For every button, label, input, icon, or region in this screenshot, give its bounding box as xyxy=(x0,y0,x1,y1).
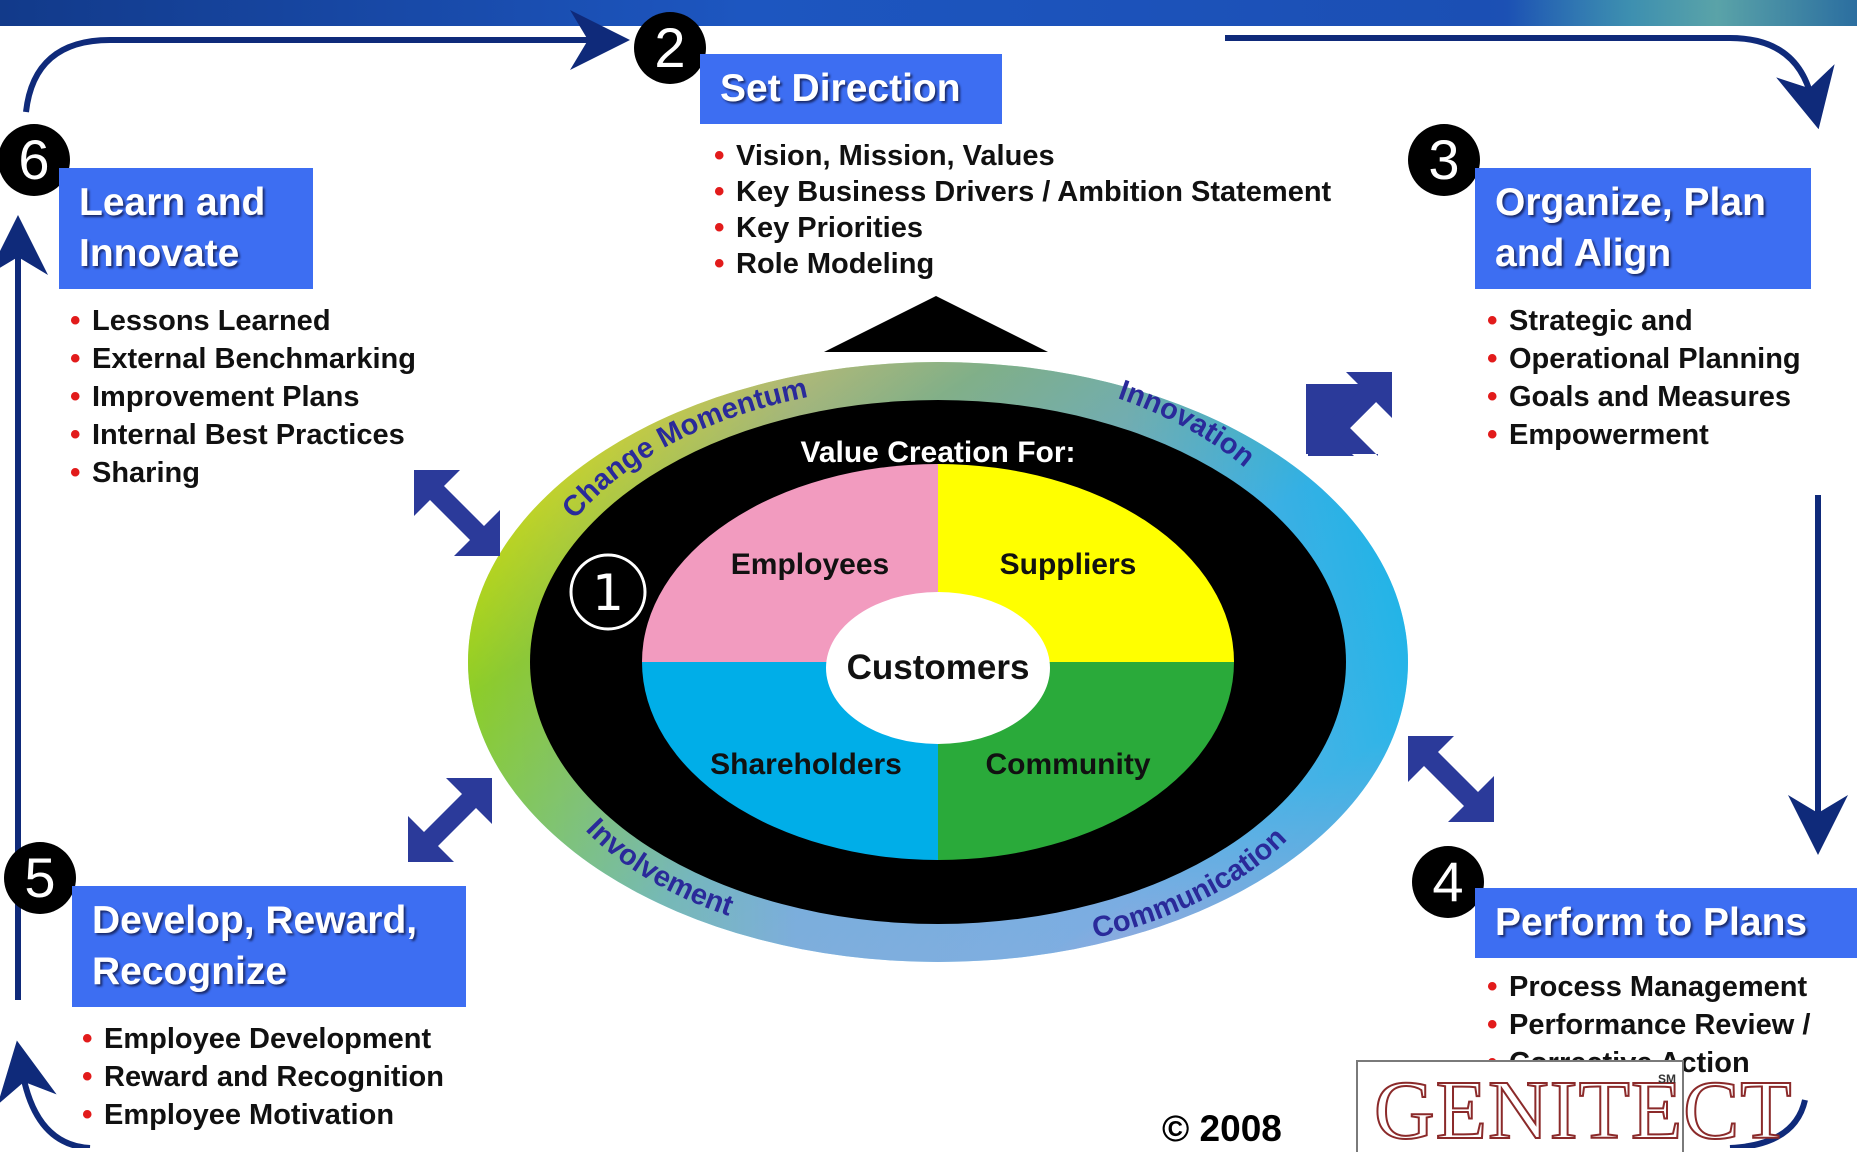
step-3-title-line2: and Align xyxy=(1495,232,1672,275)
step-6-bullets: Lessons Learned External Benchmarking Im… xyxy=(70,302,416,492)
list-item: Improvement Plans xyxy=(70,378,416,416)
label-suppliers: Suppliers xyxy=(1000,548,1137,581)
list-item: Goals and Measures xyxy=(1487,378,1801,416)
step-4-number: 4 xyxy=(1412,846,1484,918)
list-item: Vision, Mission, Values xyxy=(714,138,1331,174)
step-4-title: Perform to Plans xyxy=(1475,888,1857,958)
logo-wordmark: GENITECT xyxy=(1373,1064,1793,1157)
step-5-title-line2: Recognize xyxy=(92,950,288,993)
list-item: Process Management xyxy=(1487,968,1810,1006)
list-item: Key Priorities xyxy=(714,210,1331,246)
step-5-number: 5 xyxy=(4,842,76,914)
step-6-title: Learn and Innovate xyxy=(59,168,313,289)
cycle-arrow-6-to-2 xyxy=(23,10,630,113)
list-item: Role Modeling xyxy=(714,246,1331,282)
header-banner xyxy=(0,0,1857,26)
header-banner-art xyxy=(1507,0,1857,26)
list-item: Reward and Recognition xyxy=(82,1058,444,1096)
list-item: Operational Planning xyxy=(1487,340,1801,378)
step-2-title: Set Direction xyxy=(700,54,1002,124)
cycle-arrow-5-tail xyxy=(0,1040,91,1148)
label-shareholders: Shareholders xyxy=(710,748,902,781)
step-3-number: 3 xyxy=(1408,124,1480,196)
direction-triangle xyxy=(824,296,1048,352)
step-2-title-text: Set Direction xyxy=(720,67,961,110)
step-1-circle xyxy=(569,553,647,631)
cycle-arrow-4-to-5 xyxy=(1729,1099,1808,1148)
double-arrow-icons xyxy=(408,372,1494,862)
step-5-bullets: Employee Development Reward and Recognit… xyxy=(82,1020,444,1134)
logo-service-mark: SM xyxy=(1658,1072,1676,1086)
list-item: Employee Motivation xyxy=(82,1096,444,1134)
genitect-logo: GENITECT SM xyxy=(1356,1060,1793,1157)
step-4-title-text: Perform to Plans xyxy=(1495,901,1808,944)
list-item: Internal Best Practices xyxy=(70,416,416,454)
label-employees: Employees xyxy=(731,548,889,581)
step-5-title: Develop, Reward, Recognize xyxy=(72,886,466,1007)
list-item: Strategic and xyxy=(1487,302,1801,340)
cycle-arrow-2-to-3 xyxy=(1225,35,1835,130)
step-5-title-line1: Develop, Reward, xyxy=(92,899,418,942)
step-6-number: 6 xyxy=(0,124,70,196)
customers-ellipse xyxy=(826,592,1050,744)
step-2-bullets: Vision, Mission, Values Key Business Dri… xyxy=(714,138,1331,282)
step-3-bullets: Strategic and Operational Planning Goals… xyxy=(1487,302,1801,454)
list-item: Performance Review / xyxy=(1487,1006,1810,1044)
label-community: Community xyxy=(986,748,1151,781)
list-item: Employee Development xyxy=(82,1020,444,1058)
value-creation-label: Value Creation For: xyxy=(800,436,1075,469)
list-item: Lessons Learned xyxy=(70,302,416,340)
step-6-title-line1: Learn and xyxy=(79,181,266,224)
step-1-number: 1 xyxy=(592,564,624,622)
step-6-title-line2: Innovate xyxy=(79,232,240,275)
label-customers: Customers xyxy=(847,648,1030,687)
list-item: External Benchmarking xyxy=(70,340,416,378)
step-3-title: Organize, Plan and Align xyxy=(1475,168,1811,289)
list-item: Empowerment xyxy=(1487,416,1801,454)
list-item: Sharing xyxy=(70,454,416,492)
step-3-title-line1: Organize, Plan xyxy=(1495,181,1766,224)
copyright-notice: © 2008 xyxy=(1162,1108,1282,1149)
list-item: Key Business Drivers / Ambition Statemen… xyxy=(714,174,1331,210)
step-2-number: 2 xyxy=(634,12,706,84)
